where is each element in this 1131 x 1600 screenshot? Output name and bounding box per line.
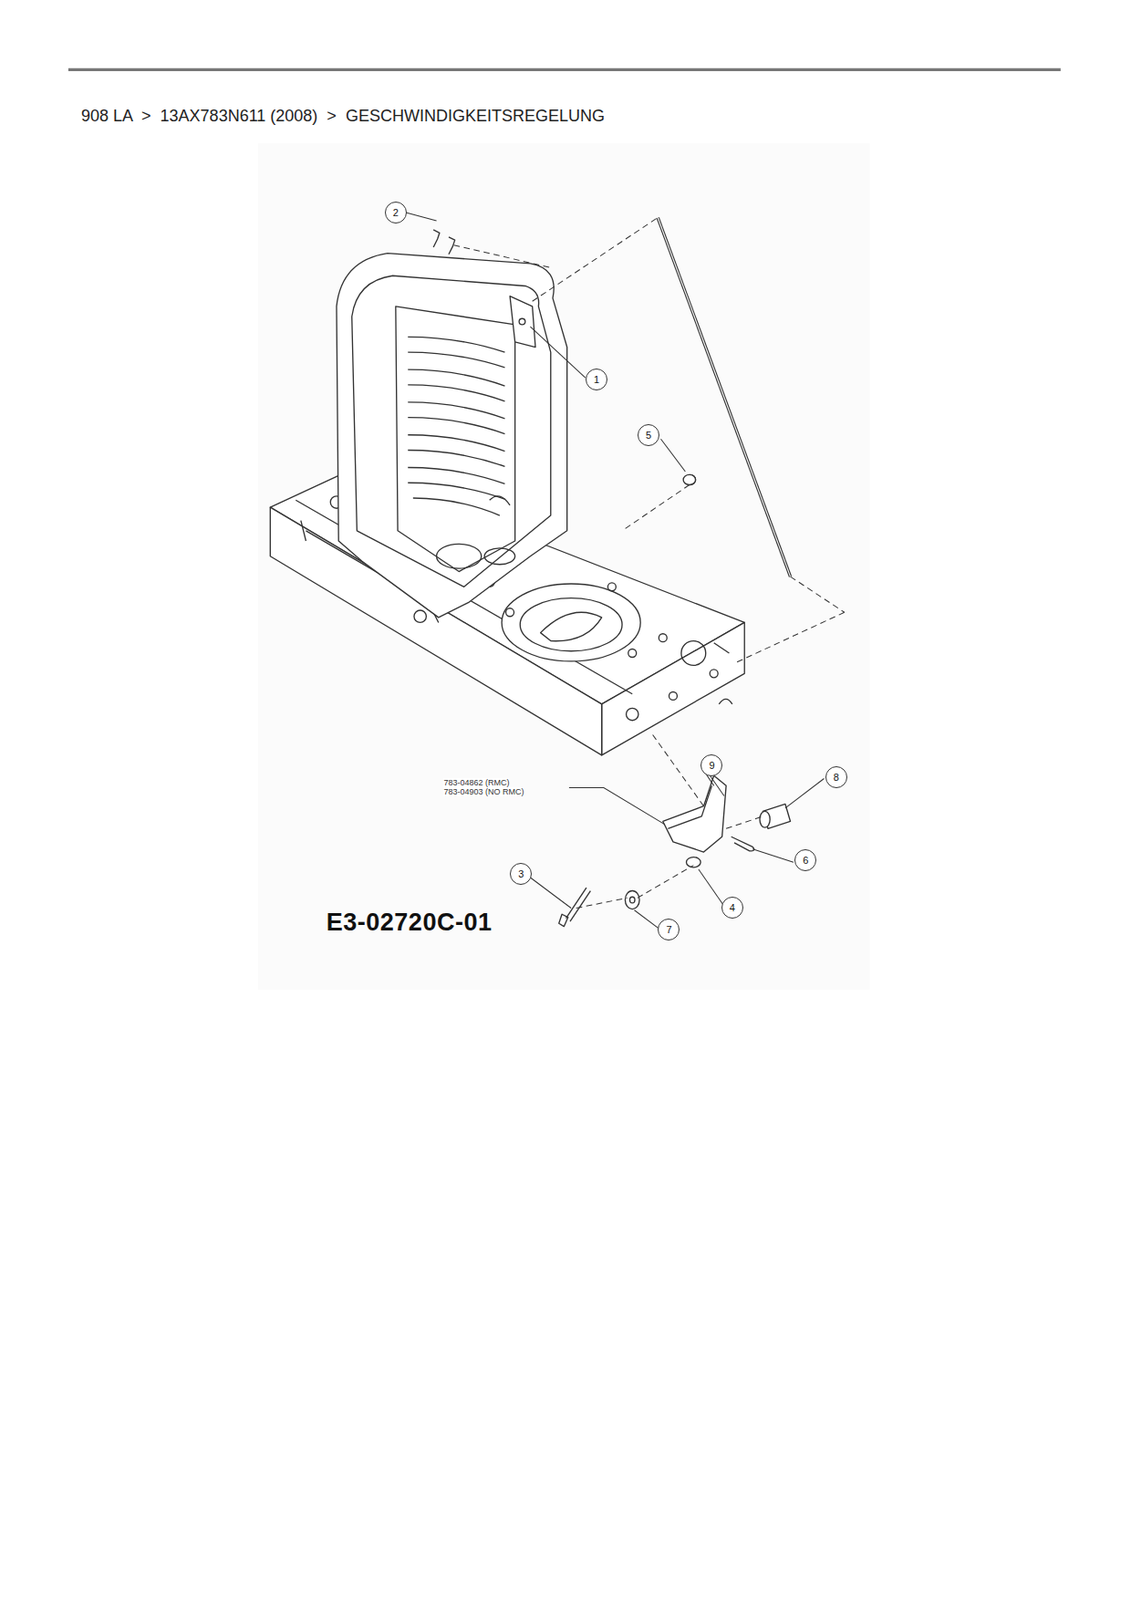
- callout-number: 9: [700, 754, 723, 777]
- callout-number: 8: [825, 766, 848, 789]
- part-number-note: 783-04903 (NO RMC): [443, 787, 524, 797]
- drawing-number: E3-02720C-01: [326, 908, 493, 937]
- page-title: 908 LA > 13AX783N611 (2008) > GESCHWINDI…: [81, 106, 605, 126]
- callout-number: 1: [585, 368, 608, 391]
- part-number-note: 783-04862 (RMC): [443, 778, 509, 788]
- callout-number: 2: [384, 201, 407, 224]
- callout-number: 7: [657, 918, 680, 941]
- callout-number: 6: [794, 849, 817, 872]
- callout-number: 4: [721, 896, 744, 919]
